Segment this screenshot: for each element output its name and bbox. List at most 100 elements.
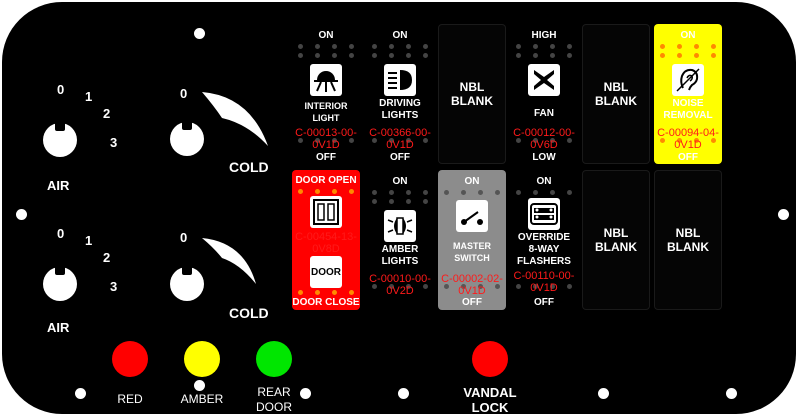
switch-name-line: FAN (534, 108, 554, 119)
switch-door[interactable]: DOOR OPEN C-00454-13-0V8D DOOR DOOR CLOS… (292, 170, 360, 310)
switch-bottom-label: OFF (390, 152, 410, 163)
air-mark-2: 2 (103, 250, 111, 265)
switch-name-line: AMBER (381, 244, 419, 255)
screw (194, 380, 205, 391)
blank-label: BLANK (451, 94, 493, 108)
ear-icon (672, 64, 704, 96)
air-mark-1: 1 (85, 89, 93, 104)
switch-name-line: 8-WAY (528, 244, 560, 255)
switch-name-line: REMOVAL (663, 110, 713, 121)
switch-top-label: ON (392, 176, 408, 187)
cold-knob[interactable] (170, 120, 204, 156)
amber-light-icon (384, 210, 416, 242)
switch-amber-lights[interactable]: ON AMBER LIGHTS C-00010-00-0V2D (366, 170, 434, 310)
switch-fan[interactable]: HIGH FAN LOW C-00012-00-0V6D (510, 24, 578, 164)
switch-noise-removal[interactable]: ON NOISE REMOVAL OFF C-00094-04-0V1D (654, 24, 722, 164)
blank-label: NBL (603, 226, 629, 240)
headlight-icon (384, 64, 416, 96)
part-code: C-00002-02-0V1D (441, 273, 503, 297)
switch-override-flashers[interactable]: ON OVERRIDE 8-WAY FLASHERS OFF C-00110-0… (510, 170, 578, 310)
switch-bottom-label: OFF (316, 152, 336, 163)
part-code: C-00013-00-0V1D (295, 127, 357, 151)
screw (16, 209, 27, 220)
air-mark-1: 1 (85, 233, 93, 248)
air-mark-0: 0 (57, 82, 65, 97)
dome-light-icon (310, 64, 342, 96)
switch-name-line: SWITCH (454, 253, 490, 263)
cold-label: COLD (229, 159, 269, 175)
blank-label: BLANK (595, 94, 637, 108)
cold-dial-icon (202, 92, 268, 146)
part-code: C-00010-00-0V2D (369, 273, 431, 297)
switch-bottom-label: LOW (532, 152, 556, 163)
switch-name-line: INTERIOR (304, 101, 348, 111)
air-knob[interactable] (43, 121, 77, 157)
indicator-rear-door (256, 341, 292, 377)
switch-name-line: LIGHTS (381, 110, 419, 121)
air-label: AIR (47, 320, 70, 335)
toggle-switch-icon (456, 200, 488, 232)
part-code: C-00454-13-0V8D (295, 231, 357, 255)
switch-name-line: FLASHERS (517, 256, 571, 267)
blank-label: NBL (603, 80, 629, 94)
screw (194, 28, 205, 39)
air-mark-0: 0 (57, 226, 65, 241)
cold-dial-icon (202, 238, 256, 284)
switch-top-label: HIGH (531, 30, 557, 41)
switch-bottom-label: OFF (462, 297, 482, 308)
air-label: AIR (47, 178, 70, 193)
screw (75, 388, 86, 399)
air-mark-3: 3 (110, 135, 118, 150)
indicator-label: RED (117, 392, 143, 406)
door-label-plate: DOOR (310, 256, 342, 288)
switch-name-line: OVERRIDE (517, 232, 571, 243)
vandal-lock-button[interactable] (472, 341, 508, 377)
switch-name-line: NOISE (672, 98, 704, 109)
cold-label: COLD (229, 305, 269, 321)
switch-bottom-label: DOOR CLOSE (292, 297, 360, 308)
blank-label: NBL (459, 80, 485, 94)
screw (598, 388, 609, 399)
switch-name-line: LIGHT (312, 113, 340, 123)
switch-interior-light[interactable]: ON INTERIOR LIGHT OFF C-00013-00-0V1D (292, 24, 360, 164)
part-code: C-00110-00-0V1D (513, 270, 575, 294)
part-code: C-00366-00-0V1D (369, 127, 431, 151)
double-door-icon (310, 196, 342, 228)
switch-bottom-label: OFF (534, 297, 554, 308)
blank-label: BLANK (667, 240, 709, 254)
air-mark-2: 2 (103, 106, 111, 121)
screw (398, 388, 409, 399)
indicator-amber (184, 341, 220, 377)
switch-top-label: ON (464, 176, 480, 187)
switch-master[interactable]: ON MASTER SWITCH OFF C-00002-02-0V1D (438, 170, 506, 310)
blank-label: NBL (675, 226, 701, 240)
air-mark-3: 3 (110, 279, 118, 294)
cold-mark-0: 0 (180, 230, 188, 245)
switch-top-label: ON (680, 30, 696, 41)
screw (726, 388, 737, 399)
flasher-icon (528, 198, 560, 230)
cold-mark-0: 0 (180, 86, 188, 101)
switch-driving-lights[interactable]: ON DRIVING LIGHTS OFF C-00366-00-0V1D (366, 24, 434, 164)
air-knob[interactable] (43, 265, 77, 301)
switch-name-line: LIGHTS (381, 256, 419, 267)
control-panel: 0 1 2 3 AIR 0 COLD 0 1 2 3 AIR 0 COLD ON (2, 2, 796, 414)
switch-top-label: ON (536, 176, 552, 187)
indicator-red (112, 341, 148, 377)
switch-name-line: DRIVING (379, 98, 421, 109)
screw (300, 388, 311, 399)
switch-top-label: ON (318, 30, 334, 41)
indicator-label: AMBER (180, 392, 224, 406)
switch-top-label: DOOR OPEN (295, 175, 357, 186)
fan-icon (528, 64, 560, 96)
screw (778, 209, 789, 220)
cold-knob[interactable] (170, 265, 204, 301)
switch-name-line: MASTER (453, 241, 491, 251)
part-code: C-00012-00-0V6D (513, 127, 575, 151)
part-code: C-00094-04-0V1D (657, 127, 719, 151)
